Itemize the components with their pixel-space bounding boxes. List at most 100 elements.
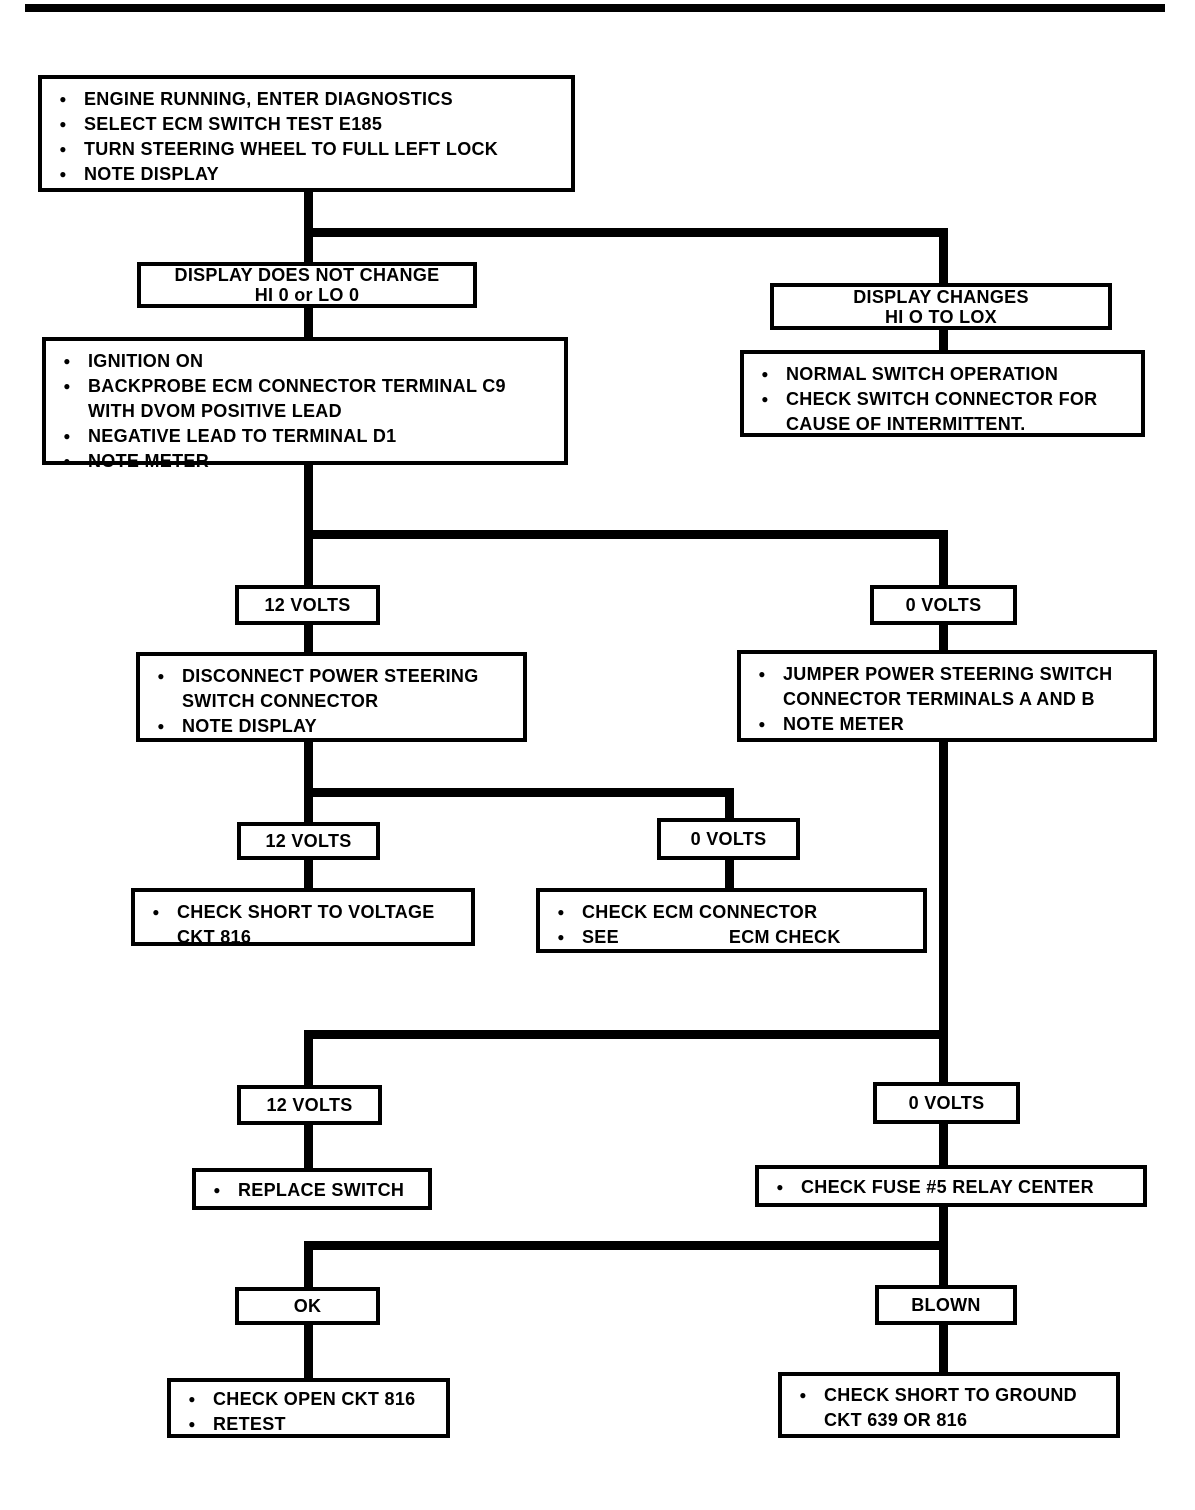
connector-ok-down: [304, 1325, 313, 1378]
bullet-item: ● IGNITION ON: [58, 349, 556, 374]
bullet-text: IGNITION ON: [88, 351, 204, 371]
connector-branch5-left-down: [304, 1241, 313, 1287]
bullet-item: ● SELECT ECM SWITCH TEST E185: [54, 112, 563, 137]
bullet-icon: ●: [63, 379, 71, 393]
node-12-volts-1: 12 VOLTS: [235, 585, 380, 625]
bullet-icon: ●: [188, 1392, 196, 1406]
connector-branch4-left-down: [304, 1030, 313, 1085]
connector-dnc-down: [304, 308, 313, 337]
connector-branch1-right-down: [939, 228, 948, 283]
bullet-item: ● CHECK FUSE #5 RELAY CENTER: [771, 1175, 1135, 1200]
bullet-text: NOTE METER: [783, 714, 905, 734]
node-label: 0 VOLTS: [905, 594, 982, 615]
connector-jumper-long-down: [939, 742, 948, 1082]
bullet-item: ● TURN STEERING WHEEL TO FULL LEFT LOCK: [54, 137, 563, 162]
bullet-item: ● CHECK SHORT TO VOLTAGE CKT 816: [147, 900, 463, 950]
bullet-text: NEGATIVE LEAD TO TERMINAL D1: [88, 426, 397, 446]
bullet-text: CHECK SWITCH CONNECTOR FOR CAUSE OF INTE…: [786, 389, 1098, 434]
connector-branch1-horizontal: [304, 228, 948, 237]
connector-backprobe-down: [304, 465, 313, 585]
bullet-icon: ●: [758, 667, 766, 681]
connector-0v3-down: [939, 1124, 948, 1165]
bullet-item: ● NOTE DISPLAY: [54, 162, 563, 187]
connector-0v1-down: [939, 625, 948, 650]
connector-branch3-right-down: [725, 788, 734, 818]
node-check-open-ckt: ● CHECK OPEN CKT 816 ● RETEST: [167, 1378, 450, 1438]
node-label: 12 VOLTS: [265, 830, 352, 851]
see-prefix: SEE: [582, 927, 619, 947]
node-line1: DISPLAY CHANGES: [853, 286, 1029, 307]
bullet-text: RETEST: [213, 1414, 286, 1434]
node-label: BLOWN: [911, 1294, 981, 1315]
bullet-icon: ●: [59, 117, 67, 131]
bullet-item: ● NOTE DISPLAY: [152, 714, 515, 739]
bullet-item: ● NOTE METER: [58, 449, 556, 474]
connector-12v3-down: [304, 1125, 313, 1168]
bullet-text: CHECK SHORT TO GROUND CKT 639 OR 816: [824, 1385, 1077, 1430]
bullet-item: ● REPLACE SWITCH: [208, 1178, 420, 1203]
node-line2: HI O TO LOX: [885, 306, 997, 327]
connector-disconnect-down: [304, 742, 313, 822]
bullet-text: TURN STEERING WHEEL TO FULL LEFT LOCK: [84, 139, 499, 159]
bullet-icon: ●: [157, 669, 165, 683]
connector-branch5-horizontal: [304, 1241, 948, 1250]
node-display-does-not-change: DISPLAY DOES NOT CHANGE HI 0 or LO 0: [137, 262, 477, 308]
node-check-short-to-ground: ● CHECK SHORT TO GROUND CKT 639 OR 816: [778, 1372, 1120, 1438]
node-label: 0 VOLTS: [690, 828, 767, 849]
bullet-text: NOTE DISPLAY: [84, 164, 219, 184]
bullet-icon: ●: [799, 1388, 807, 1402]
connector-dc-down: [939, 330, 948, 350]
bullet-icon: ●: [776, 1180, 784, 1194]
bullet-icon: ●: [761, 367, 769, 381]
bullet-icon: ●: [63, 354, 71, 368]
bullet-icon: ●: [59, 142, 67, 156]
bullet-text: CHECK ECM CONNECTOR: [582, 902, 818, 922]
bullet-icon: ●: [557, 930, 565, 944]
bullet-icon: ●: [188, 1417, 196, 1431]
bullet-item: ● NOTE METER: [753, 712, 1145, 737]
bullet-text: JUMPER POWER STEERING SWITCH CONNECTOR T…: [783, 664, 1113, 709]
node-label: OK: [293, 1295, 322, 1316]
connector-start-down: [304, 192, 313, 262]
node-label: 12 VOLTS: [264, 594, 351, 615]
connector-12v1-down: [304, 625, 313, 652]
connector-12v2-down: [304, 860, 313, 888]
bullet-item: ● ENGINE RUNNING, ENTER DIAGNOSTICS: [54, 87, 563, 112]
node-normal-switch-operation: ● NORMAL SWITCH OPERATION ● CHECK SWITCH…: [740, 350, 1145, 437]
bullet-item: ● CHECK SWITCH CONNECTOR FOR CAUSE OF IN…: [756, 387, 1133, 437]
bullet-icon: ●: [59, 167, 67, 181]
node-backprobe-ecm: ● IGNITION ON ● BACKPROBE ECM CONNECTOR …: [42, 337, 568, 471]
connector-blown-down: [939, 1325, 948, 1372]
node-blown: BLOWN: [875, 1285, 1017, 1325]
connector-0v2-down: [725, 860, 734, 888]
bullet-icon: ●: [63, 454, 71, 468]
bullet-text: NOTE METER: [88, 451, 210, 471]
node-display-changes: DISPLAY CHANGES HI O TO LOX: [770, 283, 1112, 330]
bullet-item: ● NEGATIVE LEAD TO TERMINAL D1: [58, 424, 556, 449]
bullet-icon: ●: [59, 92, 67, 106]
connector-branch2-horizontal: [304, 530, 948, 539]
node-12-volts-3: 12 VOLTS: [237, 1085, 382, 1125]
node-check-short-to-voltage: ● CHECK SHORT TO VOLTAGE CKT 816: [131, 888, 475, 947]
node-ok: OK: [235, 1287, 380, 1325]
node-line1: DISPLAY DOES NOT CHANGE: [174, 265, 440, 285]
bullet-icon: ●: [557, 905, 565, 919]
bullet-icon: ●: [152, 905, 160, 919]
bullet-item: ● CHECK OPEN CKT 816: [183, 1387, 438, 1412]
bullet-text: SELECT ECM SWITCH TEST E185: [84, 114, 383, 134]
bullet-icon: ●: [761, 392, 769, 406]
node-0-volts-2: 0 VOLTS: [657, 818, 800, 860]
bullet-text: CHECK OPEN CKT 816: [213, 1389, 416, 1409]
bullet-item: ● CHECK ECM CONNECTOR: [552, 900, 915, 925]
bullet-item: ● JUMPER POWER STEERING SWITCH CONNECTOR…: [753, 662, 1145, 712]
node-0-volts-1: 0 VOLTS: [870, 585, 1017, 625]
node-jumper-switch-connector: ● JUMPER POWER STEERING SWITCH CONNECTOR…: [737, 650, 1157, 742]
bullet-item: ● BACKPROBE ECM CONNECTOR TERMINAL C9 WI…: [58, 374, 556, 424]
connector-branch2-right-down: [939, 530, 948, 585]
bullet-icon: ●: [213, 1183, 221, 1197]
node-replace-switch: ● REPLACE SWITCH: [192, 1168, 432, 1210]
bullet-text: ENGINE RUNNING, ENTER DIAGNOSTICS: [84, 89, 453, 109]
